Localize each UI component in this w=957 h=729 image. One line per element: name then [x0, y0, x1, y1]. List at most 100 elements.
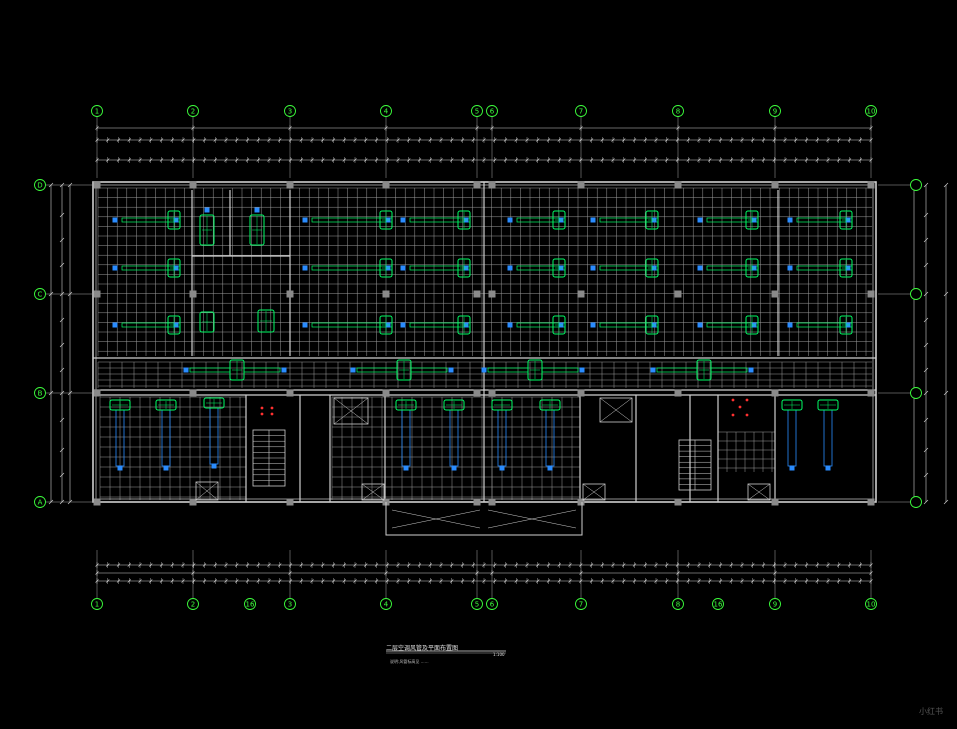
axis-label-bottom: 2 [191, 601, 195, 609]
axis-label-top: 10 [867, 108, 876, 116]
air-diffuser [400, 265, 406, 271]
axis-bubble [34, 179, 46, 191]
axis-bubble [380, 598, 392, 610]
axis-label-left: D [37, 182, 42, 190]
column [488, 498, 496, 506]
axis-bubble [672, 598, 684, 610]
column [93, 181, 101, 189]
axis-bubble [471, 105, 483, 117]
fan-coil-unit [839, 315, 853, 335]
fan-coil-unit [257, 309, 275, 333]
column [473, 290, 481, 298]
axis-bubble [865, 598, 877, 610]
column [577, 389, 585, 397]
axis-bubble [187, 598, 199, 610]
column [93, 389, 101, 397]
dim-tick-v [59, 262, 65, 268]
air-diffuser [112, 217, 118, 223]
air-diffuser [825, 465, 831, 471]
axis-label-bottom: 5 [475, 601, 479, 609]
fan-coil-unit [645, 315, 659, 335]
air-diffuser [748, 367, 754, 373]
column [93, 290, 101, 298]
column [189, 181, 197, 189]
shaft-x [195, 481, 219, 501]
fan-coil-unit [539, 399, 561, 411]
fan-coil-unit [745, 258, 759, 278]
shaft [582, 483, 606, 501]
column [771, 290, 779, 298]
fan-coil-unit [155, 399, 177, 411]
column [473, 389, 481, 397]
fan-coil-unit [645, 258, 659, 278]
drawing-title: 二层空调风管及平面布置图 [386, 645, 459, 652]
axis-label-top: 3 [288, 108, 292, 116]
fan-coil-unit [109, 399, 131, 411]
watermark: 小红书 [919, 707, 943, 716]
duct-run [656, 367, 698, 373]
axis-label-bottom: 10 [867, 601, 876, 609]
fan-coil-unit [696, 359, 712, 381]
shaft-x [582, 483, 606, 501]
air-diffuser [448, 367, 454, 373]
fan-coil-unit [395, 399, 417, 411]
axis-bubble [575, 105, 587, 117]
supply-branch [823, 409, 833, 467]
shaft [361, 483, 385, 501]
shaft-x [361, 483, 385, 501]
fan-coil-unit [745, 210, 759, 230]
equipment-dot [745, 413, 749, 417]
axis-bubble [91, 598, 103, 610]
fan-coil-unit [199, 311, 215, 333]
dim-tick-v [923, 472, 929, 478]
dim-tick-v [923, 390, 929, 396]
fan-coil-unit [396, 359, 412, 381]
dimension-lines [46, 116, 949, 598]
air-diffuser [117, 465, 123, 471]
air-diffuser [281, 367, 287, 373]
axis-bubble [910, 179, 922, 191]
dim-tick-v [923, 317, 929, 323]
duct-run [189, 367, 231, 373]
dim-tick-v [59, 367, 65, 373]
column [488, 181, 496, 189]
column [189, 290, 197, 298]
supply-branch [449, 409, 459, 467]
equipment-dot [260, 412, 264, 416]
fan-coil-unit [379, 315, 393, 335]
axis-bubble [769, 598, 781, 610]
axis-bubble [380, 105, 392, 117]
supply-branch [209, 407, 219, 465]
duct-run [541, 367, 579, 373]
axis-label-bottom: 9 [773, 601, 777, 609]
fan-coil-unit [491, 399, 513, 411]
dim-tick-v [923, 212, 929, 218]
fan-coil-unit [781, 399, 803, 411]
axis-label-top: 8 [676, 108, 680, 116]
column [771, 389, 779, 397]
axis-bubble [910, 288, 922, 300]
axis-label-top: 2 [191, 108, 195, 116]
axis-label-bottom: 16 [714, 601, 723, 609]
fan-coil-unit [457, 315, 471, 335]
duct-run [410, 367, 448, 373]
dim-tick-v [59, 472, 65, 478]
air-diffuser [507, 322, 513, 328]
fan-coil-unit [379, 258, 393, 278]
air-diffuser [697, 217, 703, 223]
dim-tick-v [59, 317, 65, 323]
shaft-x [599, 397, 633, 423]
axis-bubble [187, 105, 199, 117]
shaft [747, 483, 771, 501]
fan-coil-unit [527, 359, 543, 381]
equipment-dot [731, 413, 735, 417]
column [674, 498, 682, 506]
axis-label-top: 1 [95, 108, 99, 116]
column [189, 498, 197, 506]
dim-tick-v [923, 237, 929, 243]
dim-tick-v [59, 342, 65, 348]
fan-coil-unit [229, 359, 245, 381]
dim-tick-v [923, 367, 929, 373]
column [867, 389, 875, 397]
